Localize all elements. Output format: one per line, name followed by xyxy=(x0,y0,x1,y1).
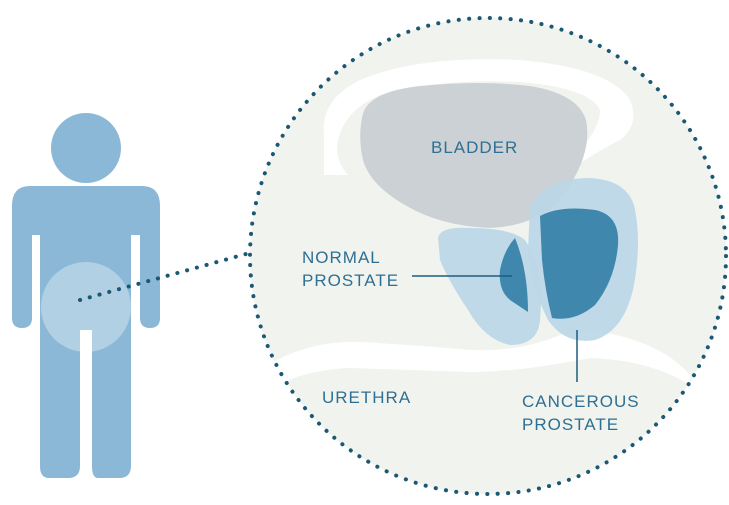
normal-prostate-label-line-2: PROSTATE xyxy=(302,269,399,292)
urethra-label: URETHRA xyxy=(322,386,411,409)
cancerous-prostate-label-line-1: CANCEROUS xyxy=(522,390,640,413)
normal-prostate-label-line-1: NORMAL xyxy=(302,246,399,269)
normal-prostate-label: NORMAL PROSTATE xyxy=(302,246,399,292)
human-figure xyxy=(12,113,160,478)
cancerous-prostate-label: CANCEROUS PROSTATE xyxy=(522,390,640,436)
cancerous-prostate-label-line-2: PROSTATE xyxy=(522,413,640,436)
figure-leg-gap xyxy=(80,330,92,390)
figure-head xyxy=(51,113,121,183)
bladder-label: BLADDER xyxy=(431,136,518,159)
